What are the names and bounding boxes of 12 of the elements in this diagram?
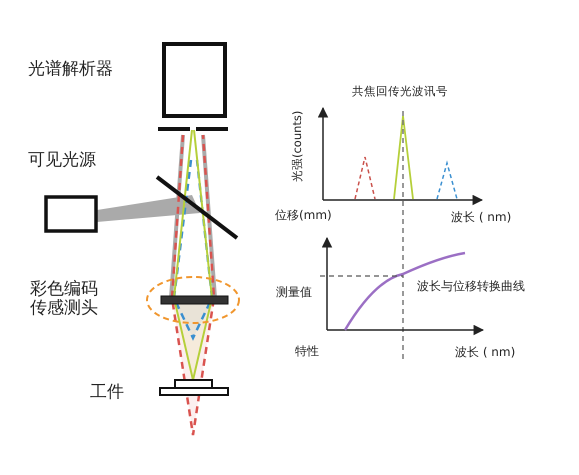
axis-title: 位移(mm) [275,209,332,222]
component-label: 工件 [90,383,124,402]
component-label: 可见光源 [28,151,96,170]
axis-label: 特性 [295,345,319,358]
axis-title: 光强(counts) [291,110,304,182]
curve-label: 波长与位移转换曲线 [417,280,525,294]
component-label: 光谱解析器 [28,60,113,79]
chart-title: 共焦回传光波讯号 [352,85,448,98]
axis-title: 波长 ( nm) [451,211,512,224]
axis-title: 波长 ( nm) [455,346,516,360]
axis-label: 测量值 [276,286,312,300]
component-label: 彩色编码传感测头 [30,280,99,318]
